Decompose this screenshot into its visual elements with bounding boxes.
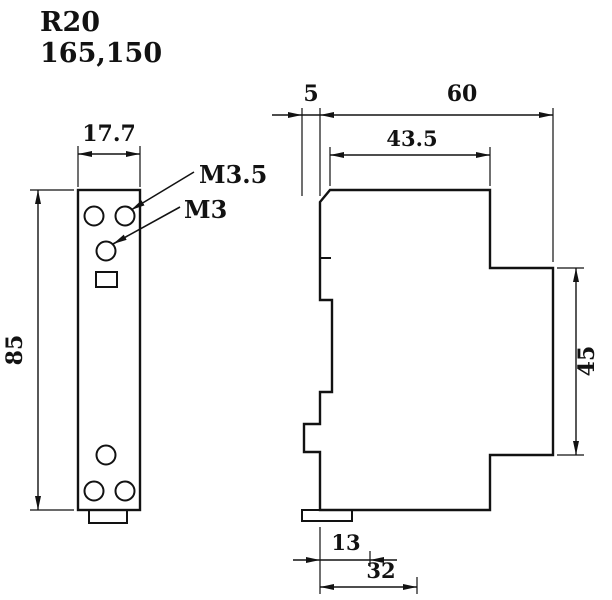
front-view-outline	[76, 188, 142, 512]
type-code: 165,150	[40, 38, 162, 69]
dim-body-depth: 43.5	[329, 126, 491, 186]
dim-front-width: 17.7	[77, 121, 141, 187]
dim-foot-depth-value: 13	[331, 530, 360, 555]
terminal-hole-bottom-right	[114, 480, 136, 502]
dim-total-depth-value: 60	[447, 81, 478, 107]
dim-front-height: 85	[2, 189, 74, 511]
side-view-outline	[302, 188, 555, 512]
dim-front-width-value: 17.7	[82, 121, 136, 147]
terminal-hole-bottom	[95, 444, 117, 466]
side-view	[301, 188, 555, 522]
dim-front-section-height: 45	[557, 267, 600, 456]
terminal-hole-mid	[95, 240, 117, 262]
terminal-hole-top-left	[83, 205, 105, 227]
dim-body-depth-value: 43.5	[386, 126, 437, 151]
model-number: R20	[40, 7, 100, 38]
label-screw-m3-5: M3.5	[199, 160, 267, 189]
screw-labels: M3.5 M3	[112, 160, 267, 245]
front-view	[76, 188, 142, 524]
dim-front-height-value: 85	[2, 335, 28, 366]
dim-foot-depth: 13	[293, 527, 397, 594]
dim-front-section-height-value: 45	[574, 346, 600, 377]
front-foot	[88, 509, 128, 524]
din-clip-foot	[301, 509, 353, 522]
leader-arrow-m3-5	[130, 171, 195, 211]
label-screw-m3: M3	[184, 195, 227, 224]
dim-rail-offset-value: 5	[303, 81, 318, 107]
terminal-hole-bottom-left	[83, 480, 105, 502]
leader-arrow-m3	[112, 206, 181, 245]
indicator-window	[95, 271, 118, 288]
dim-base-depth: 32	[320, 558, 418, 594]
dim-base-depth-value: 32	[366, 558, 395, 583]
dim-total-depth: 60	[320, 81, 554, 262]
terminal-hole-top-right	[114, 205, 136, 227]
dim-rail-offset: 5	[272, 81, 321, 196]
